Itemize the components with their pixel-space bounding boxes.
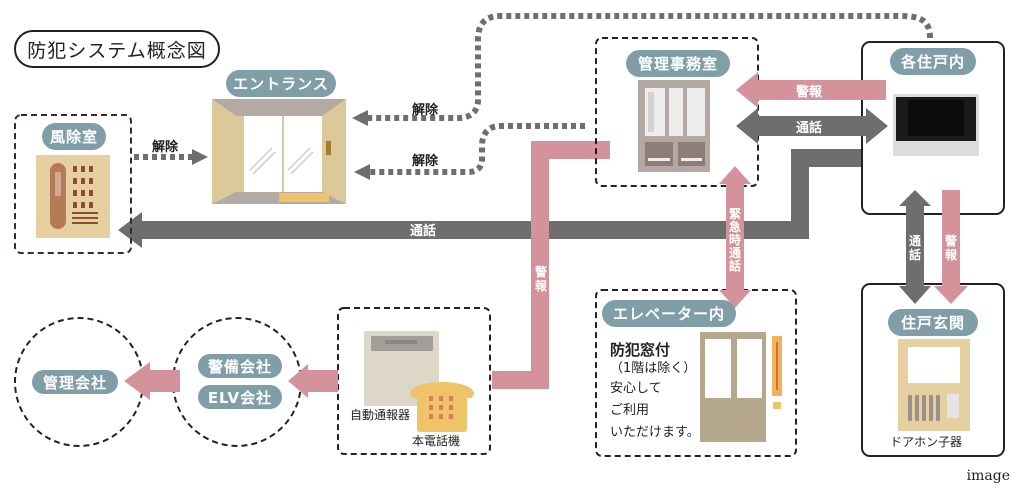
pill-elv-company: ELV会社 bbox=[198, 385, 282, 409]
office-panel bbox=[638, 80, 710, 172]
unlock-arrowhead-1 bbox=[352, 110, 368, 126]
pill-entrance: エントランス bbox=[226, 70, 336, 97]
image-caption: image bbox=[966, 468, 1010, 484]
alarm-arrow-reporter-head bbox=[288, 364, 308, 398]
emergency-call-head-top bbox=[719, 166, 751, 184]
door-phone bbox=[898, 339, 970, 431]
entrance-door bbox=[212, 99, 346, 204]
unlock-path-top bbox=[368, 13, 933, 121]
emergency-call-head-bottom bbox=[719, 290, 751, 308]
label-call-windbreak: 通話 bbox=[410, 224, 437, 239]
label-door-call: 通話 bbox=[908, 234, 921, 262]
label-door-alarm: 警報 bbox=[944, 234, 957, 262]
alarm-arrow-security-shaft bbox=[148, 370, 180, 392]
label-alarm-unit-office: 警報 bbox=[796, 85, 823, 100]
reporter-box bbox=[337, 307, 491, 455]
pill-each-unit: 各住戸内 bbox=[890, 48, 976, 75]
label-unlock-top: 解除 bbox=[412, 103, 439, 118]
diagram-title: 防犯システム概念図 bbox=[14, 30, 220, 68]
windbreak-keypad bbox=[72, 166, 98, 224]
label-unlock-office: 解除 bbox=[412, 154, 439, 169]
call-arrow-office-head-right bbox=[866, 108, 888, 144]
door-alarm-shaft bbox=[942, 190, 960, 288]
elevator-description: 防犯窓付 （1階は除く） 安心して ご利用 いただけます。 bbox=[610, 340, 700, 444]
windbreak-box bbox=[14, 114, 132, 254]
alarm-arrow-unit-shaft bbox=[752, 80, 886, 100]
pill-management-office: 管理事務室 bbox=[626, 50, 730, 77]
elevator-line-2: 安心して bbox=[610, 381, 662, 396]
elevator-line-3: ご利用 bbox=[610, 403, 650, 418]
alarm-path-vertical bbox=[492, 141, 610, 389]
alarm-arrow-reporter-shaft bbox=[306, 370, 338, 392]
label-door-phone: ドアホン子器 bbox=[890, 435, 963, 449]
pill-elevator: エレベーター内 bbox=[602, 300, 736, 327]
pill-windbreak-room: 風除室 bbox=[42, 123, 106, 150]
label-telephone: 本電話機 bbox=[412, 434, 461, 448]
door-call-shaft bbox=[906, 204, 924, 288]
door-call-head-top bbox=[899, 190, 931, 206]
office-box bbox=[595, 37, 759, 187]
unit-monitor bbox=[893, 94, 979, 156]
pill-management-company: 管理会社 bbox=[32, 370, 118, 394]
emergency-call-shaft bbox=[726, 182, 744, 294]
unlock-arrowhead-3 bbox=[192, 149, 208, 165]
door-call-head-bottom bbox=[899, 286, 931, 304]
alarm-arrow-unit-head bbox=[736, 72, 758, 108]
elevator-line-1: （1階は除く） bbox=[610, 361, 697, 376]
pill-unit-entrance: 住戸玄関 bbox=[888, 309, 978, 336]
elevator-line-4: いただけます。 bbox=[610, 425, 700, 440]
elevator-box bbox=[595, 289, 797, 457]
label-alarm-vertical: 警報 bbox=[534, 265, 547, 293]
label-auto-reporter: 自動通報器 bbox=[350, 408, 411, 422]
door-alarm-head bbox=[934, 286, 968, 304]
alarm-arrow-security-head bbox=[124, 362, 150, 400]
security-company-circle bbox=[172, 317, 302, 447]
call-arrow-office-head-left bbox=[736, 108, 758, 144]
unlock-arrowhead-2 bbox=[354, 164, 370, 180]
label-emergency-call: 緊急時通話 bbox=[728, 207, 741, 273]
call-arrow-office-shaft bbox=[752, 116, 868, 136]
pill-security-company: 警備会社 bbox=[198, 354, 282, 378]
telephone bbox=[410, 382, 474, 432]
elevator-heading: 防犯窓付 bbox=[610, 341, 671, 359]
unlock-path-office bbox=[370, 123, 585, 175]
label-call-unit-office: 通話 bbox=[796, 121, 823, 136]
elevator-door bbox=[700, 332, 782, 442]
label-unlock-windbreak: 解除 bbox=[152, 140, 179, 155]
